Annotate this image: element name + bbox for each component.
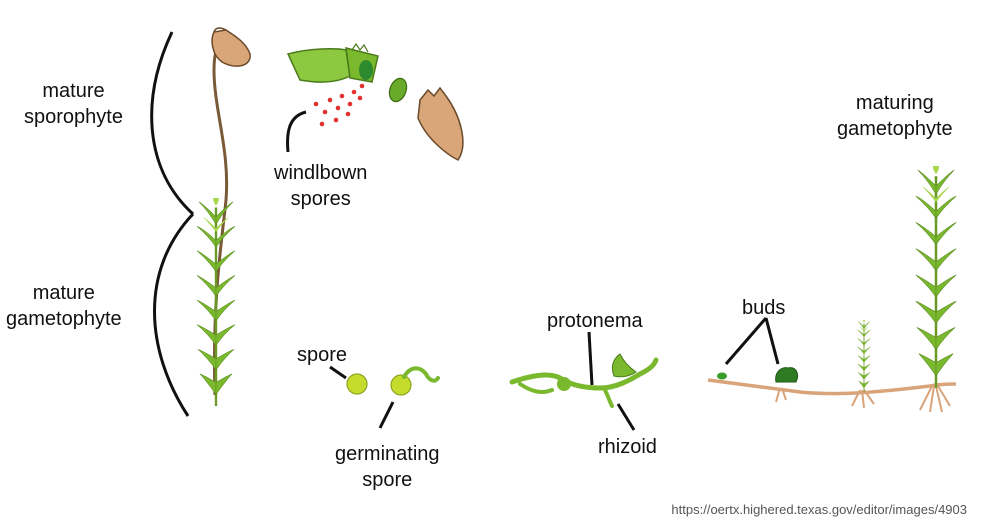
germinating-spore-icon (390, 374, 412, 396)
label-windblown-spores: windlbown spores (274, 162, 368, 210)
rhizoid-roots-c (919, 385, 951, 413)
germ-tube (402, 366, 440, 383)
image-credit-url: https://oertx.highered.texas.gov/editor/… (671, 502, 967, 517)
small-bud-icon (717, 372, 727, 380)
windblown-spores-pointer (286, 110, 307, 153)
mature-plant (195, 27, 251, 406)
maturing-shoot (914, 166, 958, 388)
protonema-filament (509, 357, 659, 391)
large-bud-icon (775, 367, 799, 383)
label-spore: spore (297, 344, 348, 366)
rhizoid-runner (707, 378, 957, 396)
protonema-stage (509, 331, 659, 431)
capsule-calyptra-tip (213, 27, 227, 33)
label-protonema: protonema (547, 310, 643, 332)
germinating-spore-stage (378, 366, 440, 429)
maturing-gametophyte-stage (914, 166, 958, 388)
label-buds: buds (742, 297, 786, 319)
young-gametophyte-stage (707, 317, 957, 413)
label-mature-sporophyte: mature sporophyte (24, 80, 123, 128)
rhizoid-roots-b (851, 389, 875, 409)
operculum (388, 77, 408, 103)
protonema-branch-a (518, 382, 554, 394)
label-rhizoid: rhizoid (598, 436, 657, 458)
label-maturing-gametophyte: maturing gametophyte (837, 92, 953, 140)
protonema-pointer (587, 331, 594, 386)
capsule-interior (359, 60, 373, 80)
label-germinating-spore: germinating spore (335, 443, 440, 491)
windblown-spores-dots (313, 83, 365, 127)
leafy-gametophyte-shoot (195, 198, 237, 406)
protonema-bud-leaves (611, 353, 637, 378)
rhizoid-roots-a (775, 387, 787, 403)
protonema-branch-b (602, 386, 614, 408)
buds-pointer-right (764, 317, 780, 365)
sporophyte-brace (150, 31, 195, 417)
brace-lower (153, 212, 195, 417)
brace-upper (150, 31, 195, 216)
spore-pointer (329, 365, 347, 380)
rhizoid-pointer (616, 403, 636, 431)
calyptra (417, 86, 464, 161)
germinating-spore-pointer (378, 401, 395, 429)
opened-capsule (286, 42, 464, 161)
label-mature-gametophyte: mature gametophyte (6, 282, 122, 330)
sporophyte-capsule (211, 29, 251, 67)
capsule-body (286, 48, 351, 83)
capsule-teeth (351, 42, 369, 53)
spore-stage (329, 365, 368, 395)
young-shoot (856, 320, 872, 392)
spore-icon (346, 373, 368, 395)
buds-pointer-left (724, 317, 768, 365)
protonema-node (557, 377, 571, 391)
